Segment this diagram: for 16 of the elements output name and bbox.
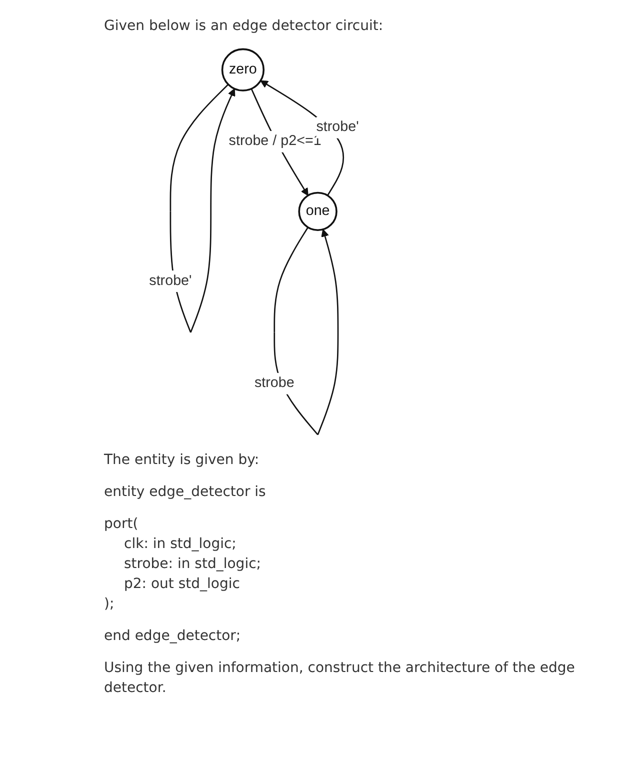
state-circle: zero [221,48,265,92]
title: Given below is an edge detector circuit: [104,18,384,34]
text-line: clk: in std_logic; [124,535,238,554]
text-line: entity edge_detector is [104,483,267,502]
text-line: strobe: in std_logic; [124,555,262,574]
text-line: port( [104,515,140,534]
text-line: ); [104,595,116,614]
edge-label: strobe' [316,116,359,138]
edge-label: strobe [254,372,294,394]
text-line: end edge_detector; [104,627,242,646]
edge-label: strobe / p2<=1 [228,130,322,152]
text-line: The entity is given by: [104,451,260,470]
edge-label: strobe' [149,270,192,292]
state-circle: one [298,192,338,232]
text-line: p2: out std_logic [124,575,241,594]
text-line: Using the given information, construct the architecture of the edge detector. [104,659,576,698]
